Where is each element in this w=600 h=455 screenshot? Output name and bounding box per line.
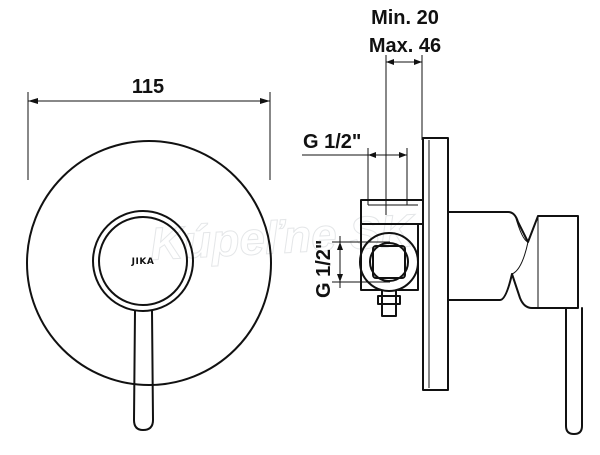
watermark: Kúpeľne SK xyxy=(149,204,418,270)
side-view: Min. 20 Max. 46 G 1/2" G 1/2" xyxy=(302,7,583,435)
width-arrow-right xyxy=(260,98,270,104)
handle-body xyxy=(447,211,579,309)
cover-plate xyxy=(26,140,272,386)
inlet-port-bore xyxy=(372,245,406,279)
thread-top-arrow-right xyxy=(399,152,407,158)
inlet-port-inner xyxy=(369,242,409,282)
side-lever xyxy=(565,307,583,435)
knob-inner-ring xyxy=(98,216,188,306)
thread-top-label: G 1/2" xyxy=(303,131,361,153)
lever-handle xyxy=(133,310,154,431)
brand-logo: JIKA xyxy=(131,257,155,267)
valve-body-right xyxy=(397,223,419,291)
valve-body-top xyxy=(360,199,424,225)
valve-body-side xyxy=(360,223,381,291)
handle-body-contour xyxy=(511,214,529,275)
thread-side-label: G 1/2" xyxy=(313,240,335,298)
width-arrow-left xyxy=(28,98,38,104)
depth-arrow-left xyxy=(386,59,394,65)
depth-arrow-right xyxy=(414,59,422,65)
thread-side-arrow-bottom xyxy=(337,274,343,282)
depth-max-label: Max. 46 xyxy=(369,35,441,57)
wall-plate xyxy=(422,137,449,391)
depth-min-label: Min. 20 xyxy=(371,7,439,29)
drain-nut xyxy=(377,295,401,305)
thread-side-arrow-top xyxy=(337,242,343,250)
thread-top-arrow-left xyxy=(368,152,376,158)
knob-outer-ring xyxy=(92,210,194,312)
width-dimension-label: 115 xyxy=(132,76,164,98)
front-view: 115 JIKA xyxy=(26,76,272,431)
